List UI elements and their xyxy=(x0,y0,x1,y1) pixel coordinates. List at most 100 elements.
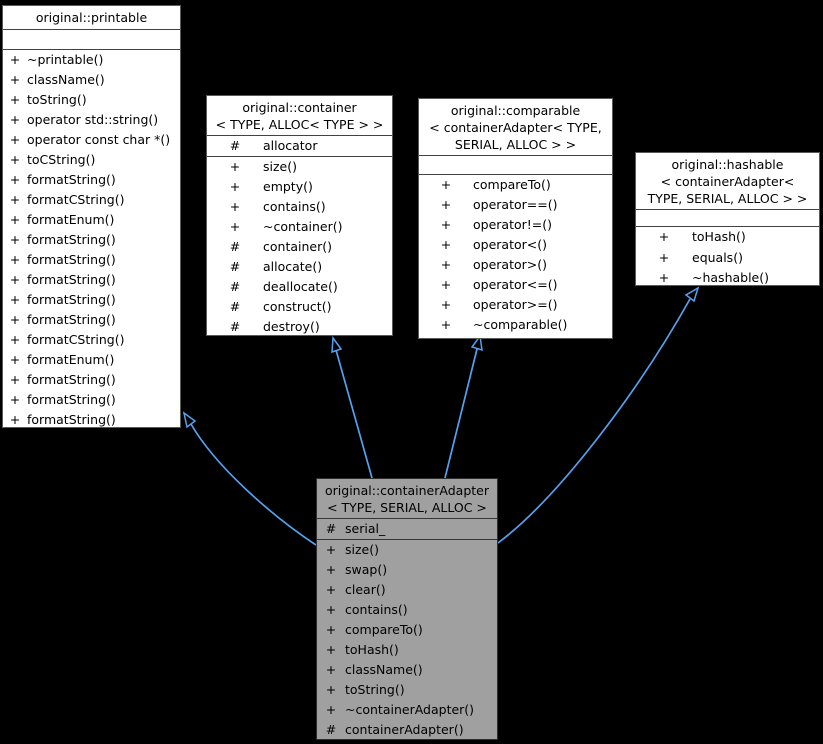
method-row: +toString() xyxy=(3,90,180,110)
method-row: +~hashable() xyxy=(636,268,819,285)
member-name: empty() xyxy=(263,179,313,194)
method-row: +operator!=() xyxy=(419,215,612,235)
member-name: formatString() xyxy=(27,412,116,427)
member-name: formatString() xyxy=(27,392,116,407)
member-name: toHash() xyxy=(692,229,746,244)
inheritance-arrowhead xyxy=(331,335,343,354)
access-modifier: + xyxy=(658,249,670,265)
method-row: +operator const char *() xyxy=(3,130,180,150)
method-row: +swap() xyxy=(317,560,497,580)
class-title: original::printable xyxy=(3,6,180,29)
method-row: +formatString() xyxy=(3,290,180,310)
access-modifier: + xyxy=(9,112,21,127)
method-row: +contains() xyxy=(207,197,392,217)
access-modifier: + xyxy=(229,179,241,194)
member-name: formatEnum() xyxy=(27,352,115,367)
member-name: formatCString() xyxy=(27,192,125,207)
method-row: + compareTo() xyxy=(419,175,612,195)
access-modifier: # xyxy=(229,259,241,274)
method-row: +toHash() xyxy=(317,640,497,660)
access-modifier: + xyxy=(9,212,21,227)
access-modifier: + xyxy=(9,52,21,67)
attribute-row: #allocator xyxy=(207,136,392,156)
access-modifier: + xyxy=(440,177,452,192)
attributes-section xyxy=(3,29,180,49)
class-title-line: original::hashable xyxy=(671,157,784,172)
member-name: ~container() xyxy=(263,219,343,234)
access-modifier: + xyxy=(325,682,337,697)
access-modifier: # xyxy=(229,138,241,153)
member-name: formatCString() xyxy=(27,332,125,347)
access-modifier: + xyxy=(325,622,337,637)
inheritance-edge-comparable xyxy=(444,334,483,479)
member-name: formatString() xyxy=(27,272,116,287)
method-row: +formatString() xyxy=(3,230,180,250)
class-title-line: SERIAL, ALLOC > > xyxy=(454,137,577,152)
method-row: +operator==() xyxy=(419,195,612,215)
member-name: equals() xyxy=(692,249,743,265)
method-row: #containerAdapter() xyxy=(317,720,497,739)
member-name: operator==() xyxy=(473,197,558,212)
method-row: +formatString() xyxy=(3,390,180,410)
member-name: toHash() xyxy=(345,642,399,657)
member-name: ~hashable() xyxy=(692,270,770,285)
methods-section: +compareTo()+operator==()+operator!=()+o… xyxy=(419,174,612,335)
access-modifier: + xyxy=(325,662,337,677)
member-name: toCString() xyxy=(27,152,96,167)
methods-section: +size()+empty()+contains()+~container()#… xyxy=(207,156,392,335)
inheritance-edge-container xyxy=(331,335,373,479)
class-node-printable[interactable]: original::printable + ~printable()+classN… xyxy=(2,5,181,428)
method-row: #allocate() xyxy=(207,257,392,277)
method-row: + empty() xyxy=(207,177,392,197)
access-modifier: # xyxy=(229,279,241,294)
access-modifier: + xyxy=(9,312,21,327)
access-modifier: + xyxy=(440,317,452,332)
method-row: + operator>=() xyxy=(419,295,612,315)
edge-line xyxy=(190,423,317,546)
access-modifier: + xyxy=(9,412,21,427)
class-title-line: original::comparable xyxy=(450,103,581,118)
method-row: +toCString() xyxy=(3,150,180,170)
member-name: operator<() xyxy=(473,237,547,252)
class-node-container[interactable]: original::container< TYPE, ALLOC< TYPE >… xyxy=(206,95,393,336)
access-modifier: + xyxy=(440,297,452,312)
class-title-line: < TYPE, SERIAL, ALLOC > xyxy=(327,500,487,515)
attributes-section xyxy=(636,209,819,226)
class-title-line: original::container xyxy=(242,100,357,115)
class-node-comparable[interactable]: original::comparable< containerAdapter< … xyxy=(418,98,613,339)
class-node-hashable[interactable]: original::hashable< containerAdapter<TYP… xyxy=(635,152,820,286)
access-modifier: + xyxy=(9,172,21,187)
member-name: toString() xyxy=(345,682,405,697)
class-title: original::container< TYPE, ALLOC< TYPE >… xyxy=(207,96,392,135)
class-title-line: original::containerAdapter xyxy=(325,483,489,498)
method-row: +contains() xyxy=(317,600,497,620)
method-row: +className() xyxy=(317,660,497,680)
class-node-containerAdapter[interactable]: original::containerAdapter< TYPE, SERIAL… xyxy=(316,478,498,740)
member-name: compareTo() xyxy=(473,177,551,192)
member-name: contains() xyxy=(263,199,326,214)
member-name: size() xyxy=(345,542,379,557)
access-modifier: # xyxy=(325,722,337,737)
access-modifier: + xyxy=(9,72,21,87)
member-name: destroy() xyxy=(263,319,320,334)
access-modifier: + xyxy=(325,562,337,577)
method-row: + equals() xyxy=(636,248,819,269)
method-row: +className() xyxy=(3,70,180,90)
method-row: + ~printable() xyxy=(3,50,180,70)
method-row: +formatEnum() xyxy=(3,210,180,230)
method-row: #container() xyxy=(207,237,392,257)
method-row: +operator>() xyxy=(419,255,612,275)
class-title-line: original::printable xyxy=(35,10,148,25)
member-name: ~printable() xyxy=(27,52,104,67)
member-name: clear() xyxy=(345,582,386,597)
member-name: operator>=() xyxy=(473,297,558,312)
method-row: +~containerAdapter() xyxy=(317,700,497,720)
methods-section: +~printable()+className()+toString()+ope… xyxy=(3,49,180,427)
member-name: toString() xyxy=(27,92,87,107)
method-row: #destroy() xyxy=(207,317,392,335)
method-row: +~comparable() xyxy=(419,315,612,335)
member-name: operator<=() xyxy=(473,277,558,292)
inheritance-arrowhead xyxy=(684,286,700,303)
class-title: original::comparable< containerAdapter< … xyxy=(419,99,612,155)
attributes-section: #serial_ xyxy=(317,518,497,539)
